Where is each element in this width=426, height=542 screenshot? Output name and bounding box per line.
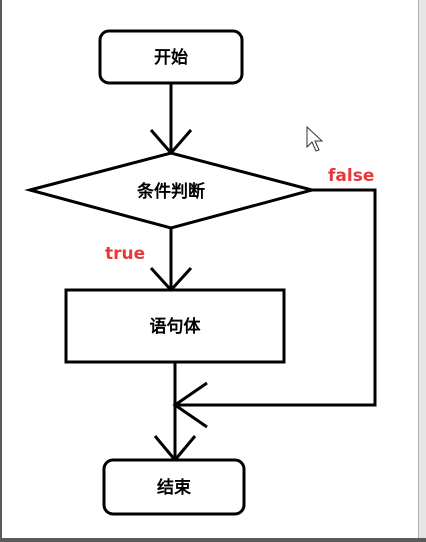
false-branch-label: false	[328, 166, 374, 186]
end-node-label: 结束	[157, 477, 191, 498]
body-node-label: 语句体	[150, 316, 202, 337]
edge-body-to-end	[153, 362, 197, 463]
condition-node[interactable]: 条件判断	[24, 151, 318, 230]
true-branch-label: true	[105, 244, 145, 264]
mouse-pointer-icon	[306, 125, 324, 152]
window-border-bottom	[0, 538, 426, 542]
edge-false-branch	[172, 188, 377, 429]
window-border-left	[0, 0, 2, 542]
body-node[interactable]: 语句体	[64, 288, 286, 364]
start-node-label: 开始	[154, 47, 188, 68]
edge-condition-to-body	[149, 228, 193, 293]
start-node[interactable]: 开始	[98, 29, 244, 85]
window-scrollbar-edge	[418, 0, 426, 542]
end-node[interactable]: 结束	[102, 458, 246, 516]
condition-node-label: 条件判断	[136, 181, 205, 202]
edge-start-to-condition	[149, 83, 193, 156]
